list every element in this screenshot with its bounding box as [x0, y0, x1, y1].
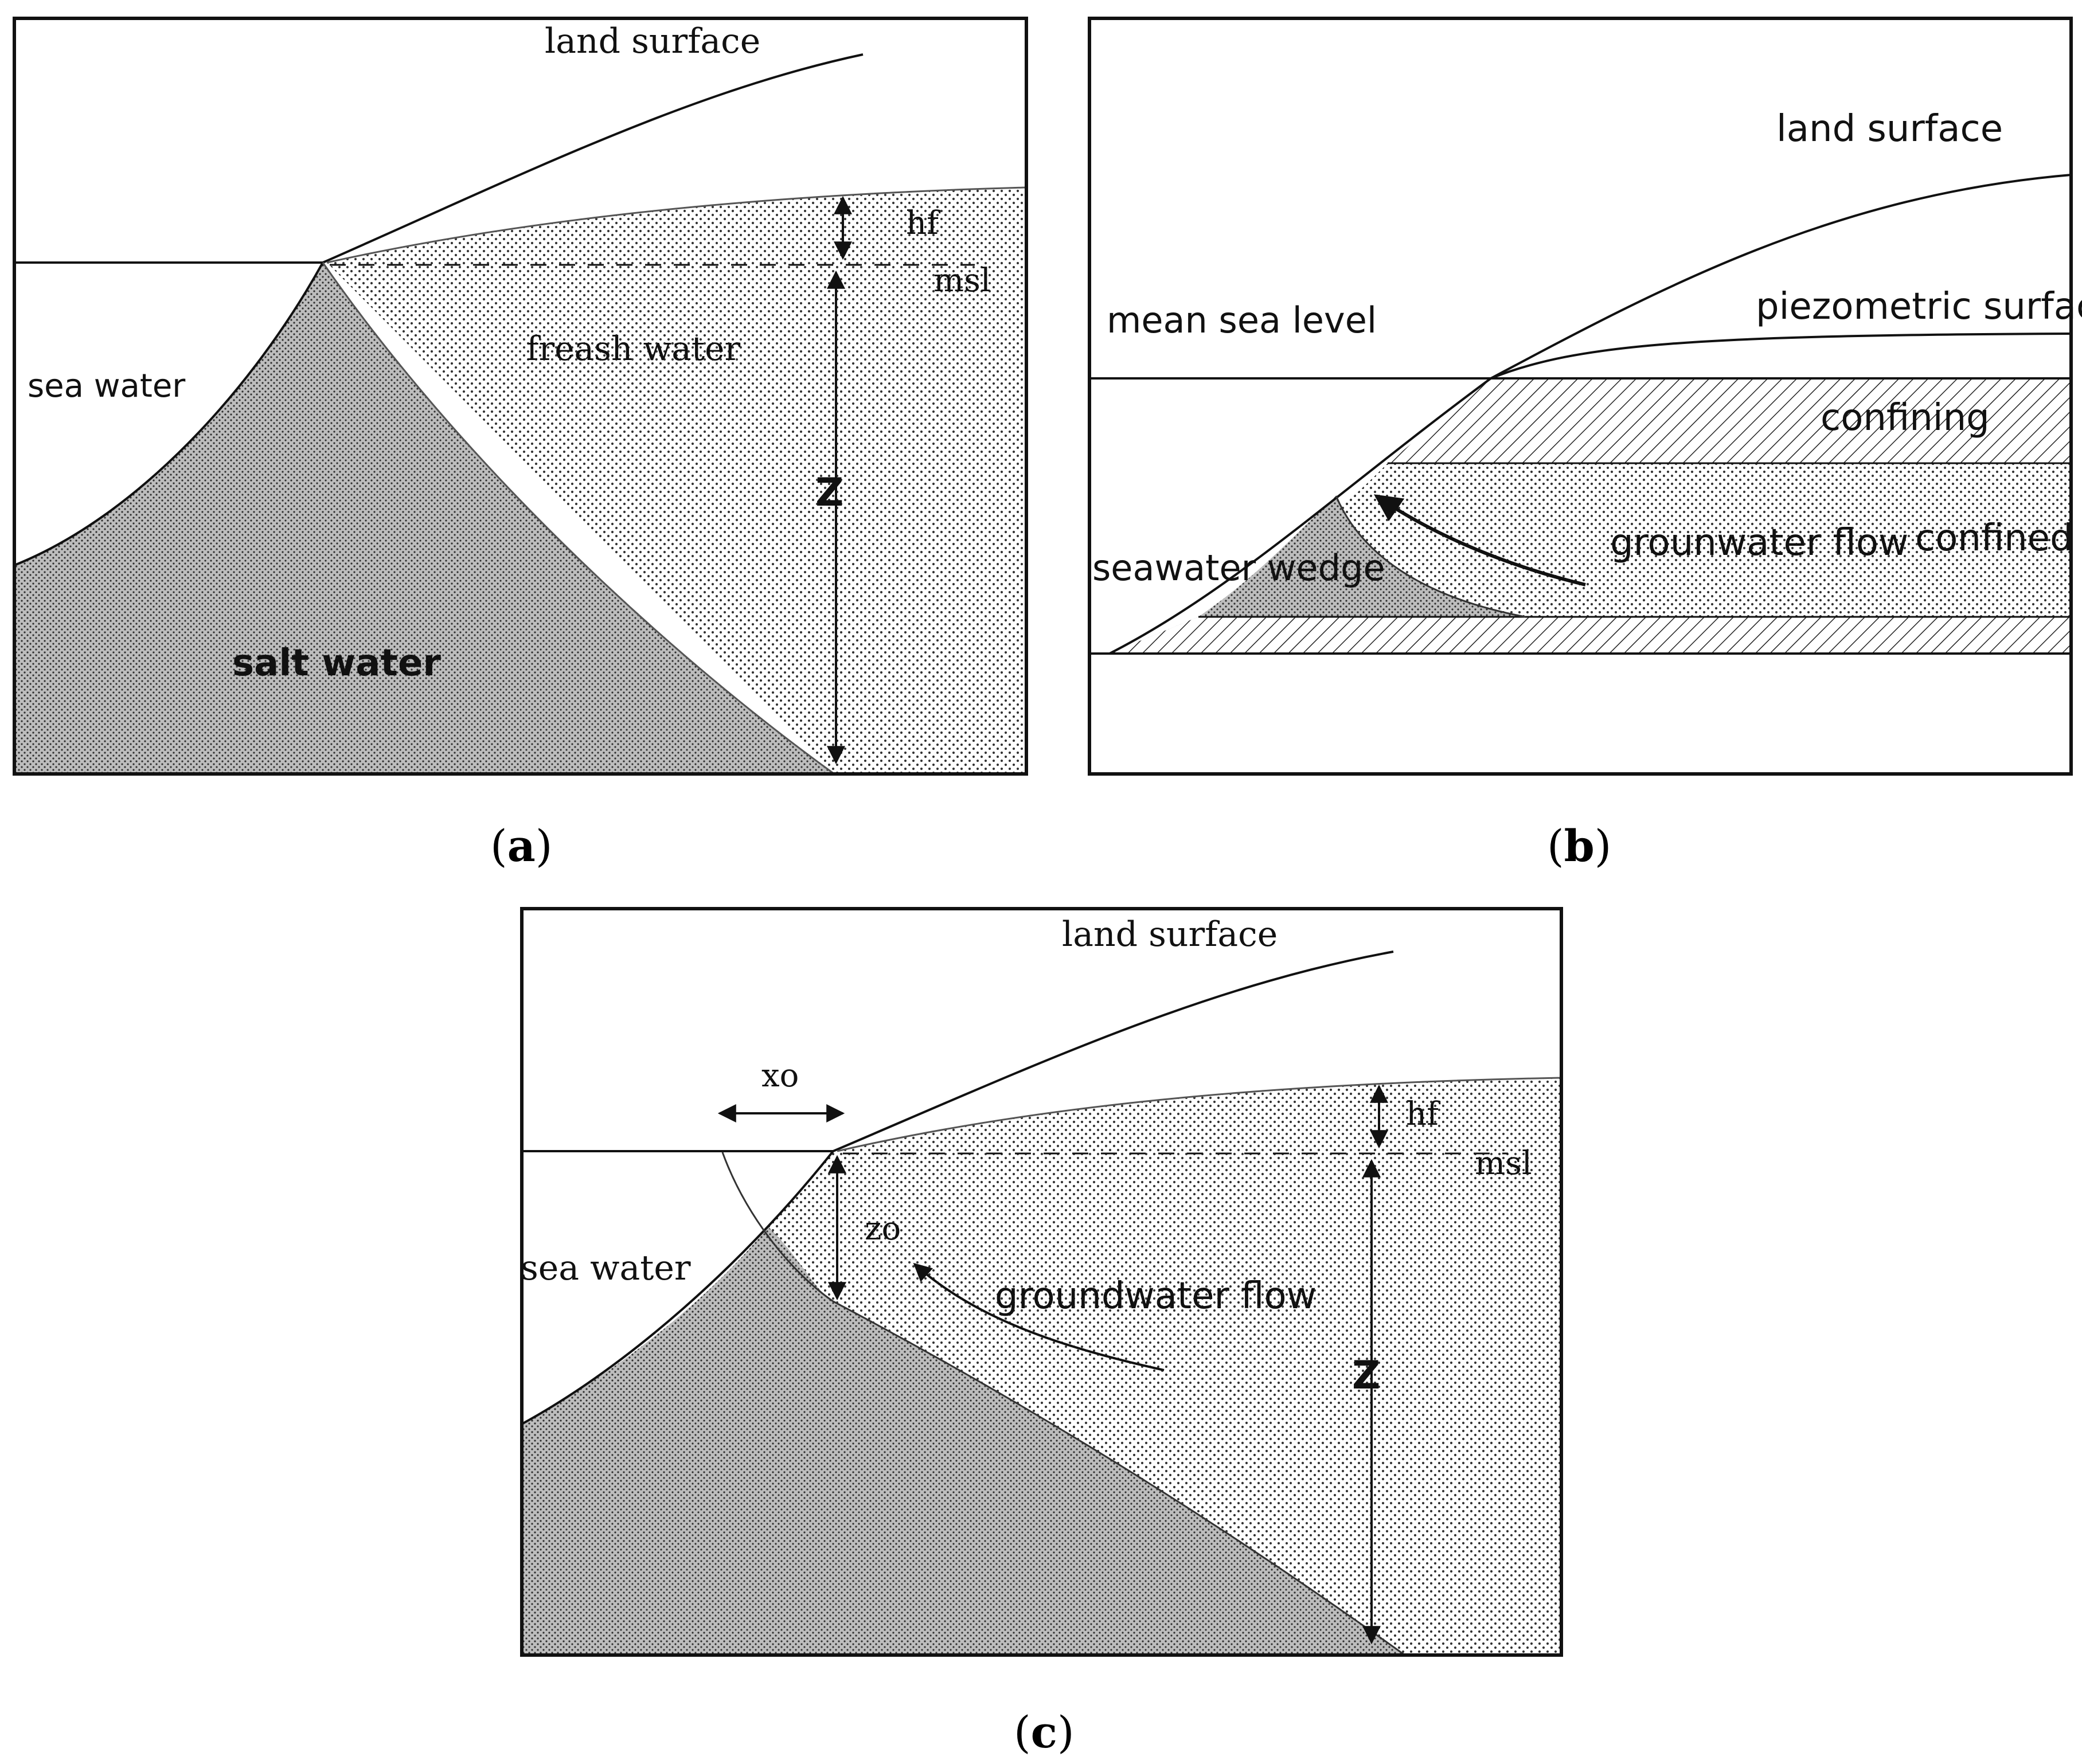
caption-c: (c): [1014, 1707, 1075, 1758]
sea-water-label-c: sea water: [521, 1248, 691, 1288]
salt-water-label: salt water: [232, 642, 441, 685]
seawater-wedge-label: seawater wedge: [1092, 547, 1385, 589]
piezometric-curve: [1490, 333, 2072, 380]
land-surface-curve-b: [1490, 174, 2072, 380]
caption-b: (b): [1547, 820, 1611, 871]
wedge-interface: [1335, 495, 1526, 618]
confined-aquifer: [1198, 463, 2071, 617]
msl-label: msl: [933, 262, 991, 299]
salt-water-region: [14, 263, 834, 774]
mean-sea-level-label: mean sea level: [1107, 299, 1377, 341]
land-surface-curve-c: [833, 951, 1394, 1152]
sea-floor-slope: [1109, 377, 1492, 655]
panel-a-frame: [13, 17, 1028, 776]
groundwater-flow-label-b: grounwater flow: [1610, 522, 1908, 564]
fresh-water-label: freash water: [526, 329, 741, 368]
sea-floor-curve-c: [521, 1150, 834, 1425]
panel-a: land surface hf msl freash water sea wat…: [13, 17, 1028, 776]
water-table-curve: [326, 186, 1027, 264]
water-table-curve-c: [837, 1077, 1562, 1152]
fresh-water-region: [327, 187, 1026, 774]
groundwater-flow-arrow-c: [913, 1262, 1165, 1371]
interface-curve: [322, 262, 835, 775]
hf-label-c: hf: [1406, 1096, 1441, 1133]
lower-seawater-fill: [1110, 617, 1583, 654]
sea-water-label: sea water: [28, 367, 186, 405]
panel-b-frame: [1088, 17, 2073, 776]
caption-a: (a): [490, 820, 553, 871]
panel-b: land surface mean sea level piezometric …: [1088, 17, 2082, 776]
hf-label: hf: [906, 205, 941, 242]
piezometric-surface-label: piezometric surface: [1756, 285, 2082, 328]
confining-label: confining: [1821, 397, 1990, 439]
panel-c: land surface xo hf msl zo sea water grou…: [520, 907, 1563, 1657]
zo-label: zo: [865, 1210, 901, 1247]
msl-label-c: msl: [1475, 1145, 1532, 1182]
groundwater-flow-arrow-b: [1374, 494, 1586, 586]
land-surface-label-b: land surface: [1776, 108, 2003, 150]
z-label-c: Z: [1352, 1353, 1380, 1398]
xo-label: xo: [761, 1057, 799, 1094]
land-surface-label-c: land surface: [1062, 914, 1278, 955]
seawater-wedge-region: [1110, 496, 1525, 654]
interface-curve-c: [721, 1152, 1405, 1656]
salt-water-region-c: [522, 1227, 1405, 1655]
groundwater-flow-label-c: groundwater flow: [995, 1275, 1317, 1317]
panel-c-frame: [520, 907, 1563, 1657]
upper-confining-layer: [1388, 378, 2071, 463]
z-label: Z: [815, 470, 843, 515]
land-surface-label: land surface: [545, 21, 760, 61]
land-surface-curve: [322, 53, 864, 264]
sea-floor-curve: [14, 262, 324, 566]
confined-label: confined: [1915, 517, 2073, 560]
